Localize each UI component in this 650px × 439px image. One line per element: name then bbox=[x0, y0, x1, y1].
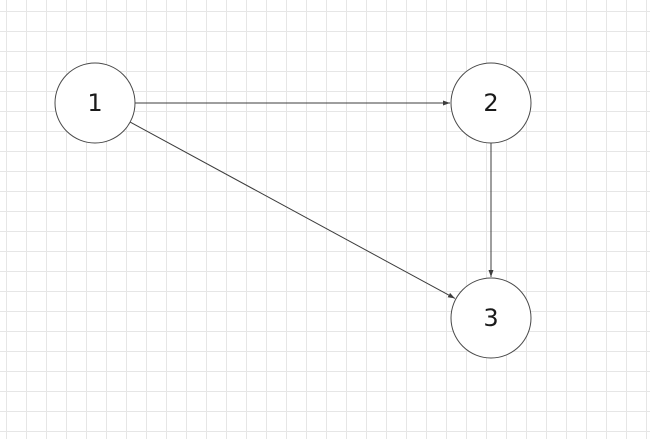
node-2: 2 bbox=[450, 62, 532, 144]
node-label: 1 bbox=[87, 89, 102, 117]
node-1: 1 bbox=[54, 62, 136, 144]
node-label: 2 bbox=[483, 89, 498, 117]
node-label: 3 bbox=[483, 304, 498, 332]
node-circle bbox=[54, 62, 136, 144]
nodes-layer: 1 2 3 bbox=[54, 62, 532, 359]
node-3: 3 bbox=[450, 277, 532, 359]
edge-1-to-3 bbox=[129, 121, 456, 299]
edges-layer bbox=[129, 100, 494, 299]
node-circle bbox=[450, 277, 532, 359]
node-circle bbox=[450, 62, 532, 144]
